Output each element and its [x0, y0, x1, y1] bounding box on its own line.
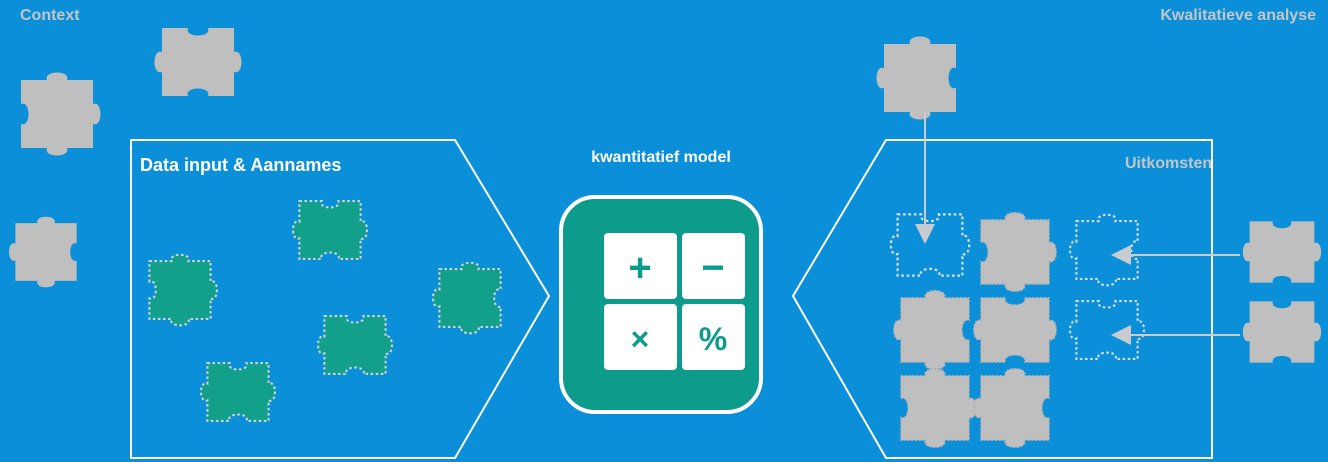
context-puzzle-piece-2	[21, 72, 101, 156]
data-puzzle-piece-3	[431, 261, 502, 335]
calculator-icon: + − × %	[559, 195, 763, 414]
calculator-key-plus	[604, 233, 677, 299]
outcome-piece-filled-3	[972, 296, 1058, 364]
outcome-piece-filled-1	[980, 211, 1058, 293]
context-puzzle-piece-1	[154, 28, 242, 96]
data-puzzle-piece-4	[316, 315, 394, 375]
outcome-slot-empty-3	[1068, 300, 1146, 360]
outcome-slot-empty-2	[1068, 213, 1139, 287]
qualitative-puzzle-piece-1	[876, 36, 956, 120]
qualitative-analysis-label: Kwalitatieve analyse	[1160, 7, 1316, 24]
data-input-frame	[130, 139, 551, 459]
outcome-slot-empty-1	[889, 213, 971, 277]
outcomes-label: Uitkomsten	[1125, 155, 1213, 172]
percent-symbol: %	[699, 321, 727, 357]
context-label: Context	[20, 7, 80, 24]
context-puzzle-piece-3	[9, 216, 77, 288]
qualitative-puzzle-piece-2	[1242, 221, 1322, 283]
outcome-piece-filled-2	[892, 289, 970, 371]
plus-symbol: +	[628, 246, 651, 290]
times-symbol: ×	[631, 321, 650, 357]
data-input-label: Data input & Aannames	[140, 155, 342, 175]
minus-symbol: −	[701, 246, 724, 290]
calculator-key-times	[604, 304, 677, 370]
model-title: kwantitatief model	[591, 149, 731, 166]
calculator-key-percent	[682, 304, 745, 370]
data-puzzle-piece-5	[199, 362, 277, 422]
calculator-key-minus	[682, 233, 745, 299]
data-puzzle-piece-1	[291, 200, 369, 260]
qualitative-puzzle-piece-3	[1242, 301, 1322, 363]
outcome-piece-filled-5	[972, 367, 1050, 449]
data-puzzle-piece-2	[148, 253, 219, 327]
outcome-piece-filled-4	[900, 367, 978, 449]
outcomes-frame	[791, 139, 1213, 459]
